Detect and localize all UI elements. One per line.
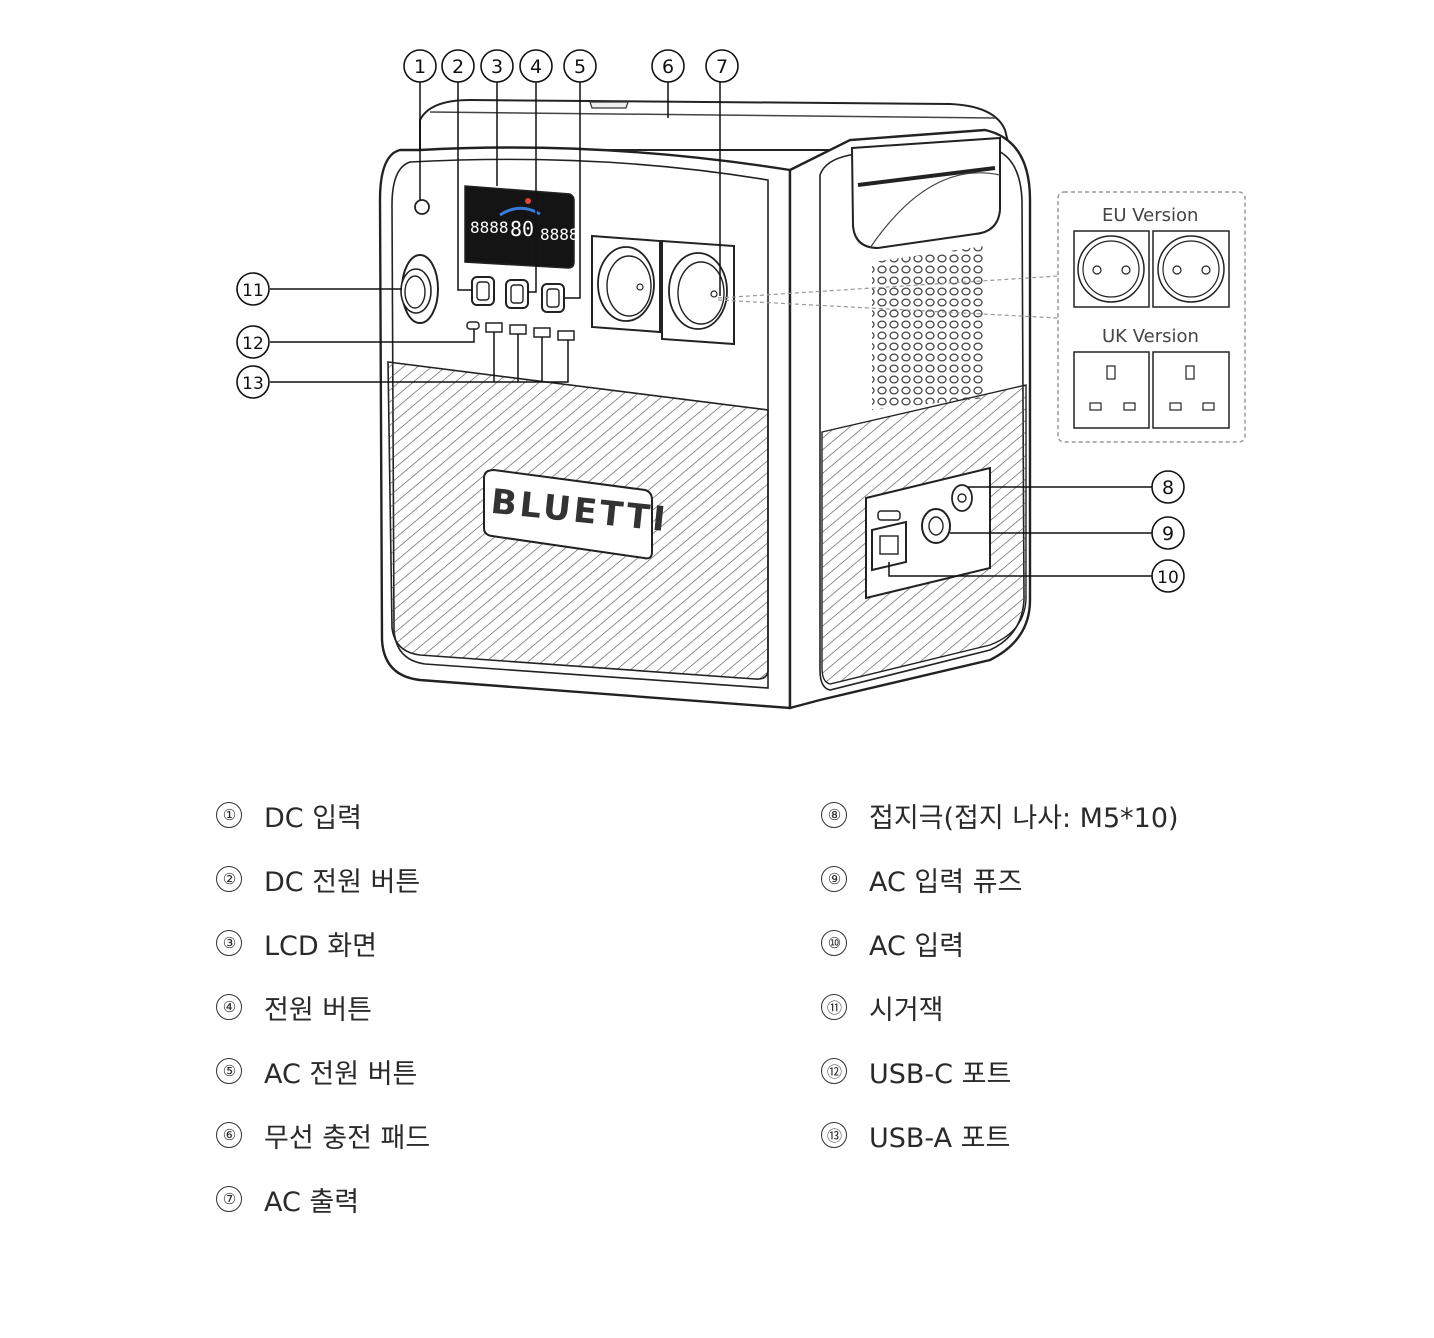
svg-text:13: 13 — [242, 374, 264, 394]
svg-text:7: 7 — [716, 56, 728, 78]
dc-power-button — [471, 276, 495, 306]
callouts — [236, 49, 1185, 593]
legend-number: ① — [216, 802, 242, 828]
callout-12-circle — [236, 325, 270, 359]
eu-sockets — [1073, 230, 1230, 308]
callout-2-circle — [441, 49, 475, 83]
power-button — [505, 279, 529, 309]
product-diagram: 8888 80 8888 — [236, 49, 1246, 710]
callout-1-circle — [403, 49, 437, 83]
legend-label: 접지극(접지 나사: M5*10) — [869, 802, 1179, 834]
legend-number: ⑧ — [821, 802, 847, 828]
brand-plate: BLUETTI — [483, 468, 670, 560]
eu-version-label: EU Version — [1102, 205, 1198, 226]
leader-lines — [270, 82, 1152, 577]
legend-item: ① DC 입력 — [216, 783, 430, 847]
uk-sockets — [1073, 351, 1230, 429]
svg-text:5: 5 — [574, 56, 586, 78]
power-station: 8888 80 8888 — [378, 98, 1032, 710]
callout-9-circle — [1151, 516, 1185, 550]
legend-item: ⑬ USB-A 포트 — [821, 1103, 1179, 1167]
ac-outlets — [591, 234, 735, 346]
legend-item: ⑪ 시거잭 — [821, 975, 1179, 1039]
legend-number: ⑬ — [821, 1122, 847, 1148]
svg-text:8: 8 — [1162, 477, 1174, 499]
legend-left: ① DC 입력 ② DC 전원 버튼 ③ LCD 화면 ④ 전원 버튼 ⑤ AC 전원 버… — [216, 783, 430, 1231]
dc-input-port — [414, 199, 430, 215]
callout-11-circle — [236, 272, 270, 306]
ac-power-button — [541, 283, 565, 313]
legend-item: ③ LCD 화면 — [216, 911, 430, 975]
legend-label: 시거잭 — [869, 994, 944, 1026]
lcd-screen: 8888 80 8888 — [464, 185, 579, 269]
callout-8-circle — [1151, 470, 1185, 504]
car-outlet — [400, 254, 439, 324]
legend-label: AC 전원 버튼 — [264, 1058, 418, 1090]
callout-5-circle — [563, 49, 597, 83]
svg-text:10: 10 — [1157, 568, 1179, 588]
legend-label: USB-C 포트 — [869, 1058, 1012, 1090]
legend-number: ② — [216, 866, 242, 892]
legend-item: ② DC 전원 버튼 — [216, 847, 430, 911]
svg-text:11: 11 — [242, 281, 264, 301]
version-inset: EU Version UK Version — [717, 191, 1246, 443]
callout-10-circle — [1151, 559, 1185, 593]
legend-number: ④ — [216, 994, 242, 1020]
ac-input-panel — [865, 466, 991, 600]
svg-text:80: 80 — [510, 217, 534, 241]
legend-number: ⑨ — [821, 866, 847, 892]
legend-label: USB-A 포트 — [869, 1122, 1011, 1154]
ac-input-port — [871, 520, 907, 572]
legend-item: ⑤ AC 전원 버튼 — [216, 1039, 430, 1103]
usb-a-ports — [485, 322, 575, 341]
legend-number: ⑫ — [821, 1058, 847, 1084]
svg-text:3: 3 — [491, 56, 503, 78]
legend-item: ④ 전원 버튼 — [216, 975, 430, 1039]
svg-text:2: 2 — [452, 56, 464, 78]
legend-number: ⑪ — [821, 994, 847, 1020]
svg-text:12: 12 — [242, 334, 264, 354]
legend-label: DC 전원 버튼 — [264, 866, 421, 898]
svg-text:4: 4 — [530, 56, 542, 78]
wireless-charging-pad — [429, 111, 996, 119]
svg-text:8888: 8888 — [540, 225, 579, 244]
svg-text:9: 9 — [1162, 523, 1174, 545]
legend-label: 전원 버튼 — [264, 994, 372, 1026]
svg-text:6: 6 — [662, 56, 674, 78]
legend-label: 무선 충전 패드 — [264, 1122, 431, 1154]
callout-numbers: 1 2 3 4 5 6 7 8 9 10 11 12 13 — [242, 56, 1179, 588]
callout-7-circle — [705, 49, 739, 83]
legend-item: ⑥ 무선 충전 패드 — [216, 1103, 430, 1167]
legend-number: ③ — [216, 930, 242, 956]
usb-c-port — [466, 321, 480, 330]
legend-item: ⑨ AC 입력 퓨즈 — [821, 847, 1179, 911]
legend-item: ⑦ AC 출력 — [216, 1167, 430, 1231]
legend-right: ⑧ 접지극(접지 나사: M5*10) ⑨ AC 입력 퓨즈 ⑩ AC 입력 ⑪ 시거잭… — [821, 783, 1179, 1167]
legend-label: DC 입력 — [264, 802, 362, 834]
legend-label: AC 입력 — [869, 930, 965, 962]
legend-item: ⑫ USB-C 포트 — [821, 1039, 1179, 1103]
ac-input-fuse — [921, 508, 951, 544]
svg-text:8888: 8888 — [470, 218, 509, 237]
legend-number: ⑤ — [216, 1058, 242, 1084]
callout-3-circle — [480, 49, 514, 83]
legend-item: ⑧ 접지극(접지 나사: M5*10) — [821, 783, 1179, 847]
callout-6-circle — [651, 49, 685, 83]
legend-number: ⑩ — [821, 930, 847, 956]
callout-4-circle — [519, 49, 553, 83]
legend-label: LCD 화면 — [264, 930, 377, 962]
legend-number: ⑥ — [216, 1122, 242, 1148]
legend-item: ⑩ AC 입력 — [821, 911, 1179, 975]
callout-13-circle — [236, 365, 270, 399]
legend-label: AC 입력 퓨즈 — [869, 866, 1023, 898]
uk-version-label: UK Version — [1102, 326, 1199, 347]
svg-text:1: 1 — [414, 56, 426, 78]
legend-label: AC 출력 — [264, 1186, 360, 1218]
legend-number: ⑦ — [216, 1186, 242, 1212]
